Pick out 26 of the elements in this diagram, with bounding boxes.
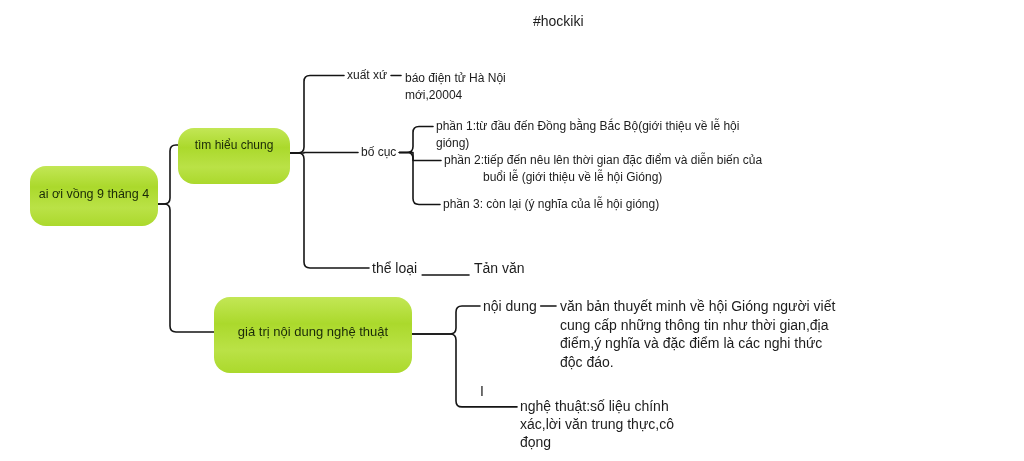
connector-line	[289, 152, 370, 269]
branch-text: thể loại	[372, 259, 418, 277]
branch-text: nghệ thuật:số liệu chính xác,lời văn trung thực,cô đọng	[520, 398, 698, 452]
branch-text: báo điện tử Hà Nội mới,20004	[405, 70, 530, 104]
branch-text: phần 1:từ đầu đến Đồng bằng Bắc Bộ(giới thiệu về lễ hội gióng)	[436, 118, 761, 152]
branch-text: bố cục	[361, 145, 397, 160]
connector-line	[411, 333, 518, 408]
connector-line	[421, 274, 470, 276]
topic-text: giá trị nội dung nghệ thuật	[237, 324, 389, 340]
highlight-blob	[214, 297, 412, 373]
branch-text: phần 3: còn lại (ý nghĩa của lễ hội gióng)	[443, 196, 660, 213]
topic-text: tìm hiểu chung	[194, 138, 274, 153]
branch-text: phần 2:tiếp đến nêu lên thời gian đặc điểm và diễn biến của buổi lễ (giới thiệu về lễ hội Gióng)	[444, 152, 780, 186]
connector-line	[539, 305, 557, 307]
branch-text: Tản văn	[474, 259, 525, 277]
highlight-blob	[178, 128, 290, 184]
hashtag-text: #hockiki	[533, 12, 584, 30]
branch-text: xuất xứ	[347, 68, 388, 83]
connector-line	[157, 203, 215, 333]
connector-line	[390, 74, 402, 77]
connector-line	[398, 151, 441, 206]
stray-character: I	[480, 383, 484, 400]
topic-text: ai ơi vồng 9 tháng 4	[38, 186, 150, 202]
branch-text: nội dung	[483, 297, 537, 315]
highlight-blob	[30, 166, 158, 226]
branch-text: văn bản thuyết minh về hội Gióng người viết cung cấp những thông tin như thời gian,địa điểm,ý nghĩa và đặc điểm là các nghi thức độc đáo.	[560, 297, 844, 372]
